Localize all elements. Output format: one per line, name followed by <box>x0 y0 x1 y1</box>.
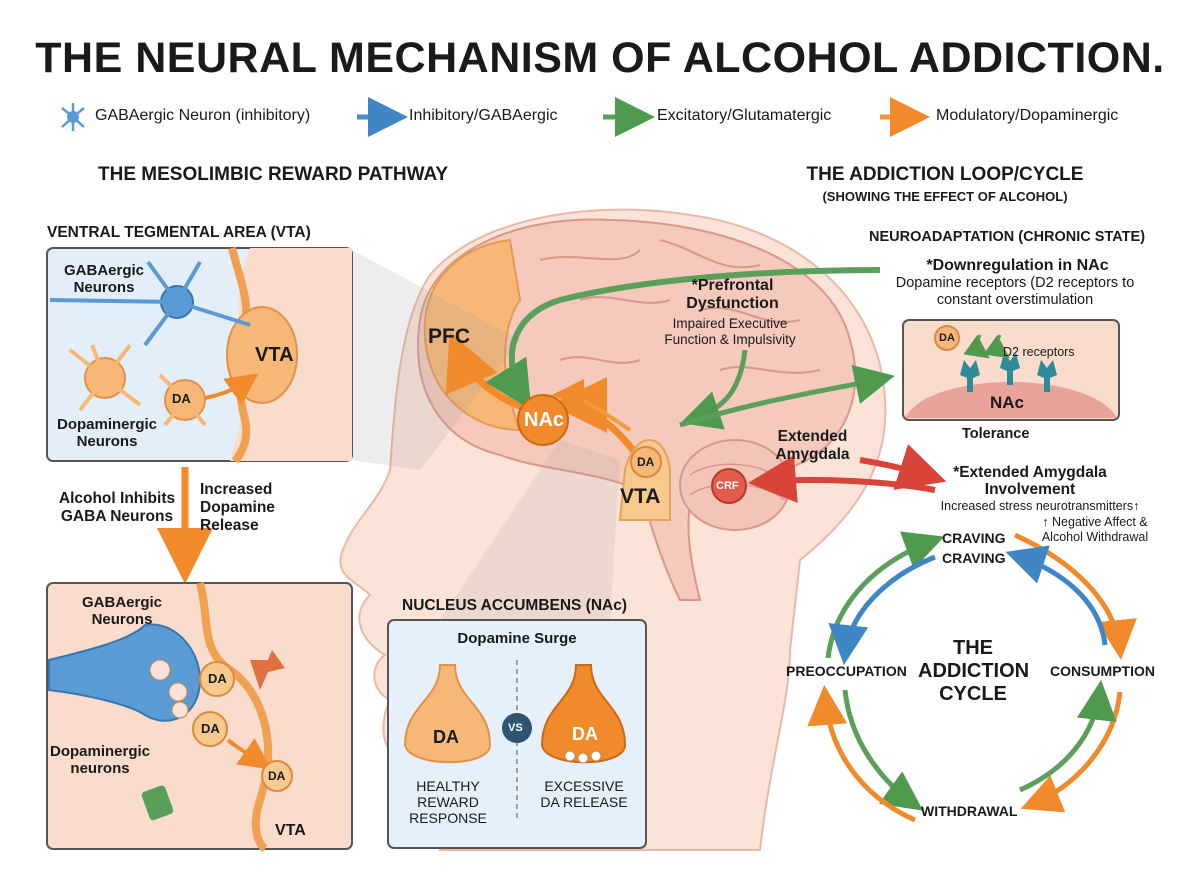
box2-gaba-label: GABAergic Neurons <box>81 594 163 628</box>
neuro-nac-label: NAc <box>990 393 1025 412</box>
ext-amygdala-desc: Increased stress neurotransmitters↑ <box>940 499 1140 513</box>
legend-gaba-neuron: GABAergic Neuron (inhibitory) <box>95 107 310 125</box>
withdrawal-label: WITHDRAWAL <box>921 803 1018 819</box>
cycle-arrow-green-2 <box>1018 680 1117 793</box>
box2-dopa-label: Dopaminergic neurons <box>50 743 151 777</box>
legend-label-modulatory: Modulatory/Dopaminergic <box>936 107 1119 124</box>
zoom-cone-nac <box>440 440 620 620</box>
vs-circle <box>502 713 532 743</box>
brain-folds <box>539 239 821 374</box>
box2-da-1-label: DA <box>208 671 227 686</box>
neuro-da-label: DA <box>939 332 955 344</box>
dopa-neuron-graphic <box>68 343 259 427</box>
excessive-terminal <box>540 664 627 764</box>
gaba-neuron-icon <box>61 103 85 131</box>
box2-da-3-label: DA <box>268 769 286 783</box>
negative-affect-label: ↑ Negative Affect & Alcohol Withdrawal <box>1041 515 1149 544</box>
box2-da-2 <box>192 711 228 747</box>
ext-amygdala-title: *Extended Amygdala Involvement <box>953 464 1107 498</box>
nac-node <box>517 394 569 446</box>
dopamine-surge-label: Dopamine Surge <box>457 630 577 647</box>
healthy-da-label: DA <box>433 727 459 747</box>
cycle-arrow-orange-3 <box>807 685 917 823</box>
d2-receptors <box>960 353 1057 392</box>
neuro-heading: NEUROADAPTATION (CHRONIC STATE) <box>869 229 1146 245</box>
cycle-arrow-blue-1 <box>1005 545 1108 646</box>
vs-label: VS <box>508 722 523 734</box>
preoccupation-label: PREOCCUPATION <box>786 663 907 679</box>
increased-da-label: Increased Dopamine Release <box>200 481 275 534</box>
loop-subheading: (SHOWING THE EFFECT OF ALCOHOL) <box>822 189 1068 204</box>
downreg-title: *Downregulation in NAc <box>926 257 1109 274</box>
alcohol-inhibits-label: Alcohol Inhibits GABA Neurons <box>58 490 176 525</box>
crf-label: CRF <box>716 480 739 492</box>
zoom-cone-vta <box>352 250 520 470</box>
gaba-synapse-graphic <box>48 623 285 821</box>
vta-box-title: VENTRAL TEGMENTAL AREA (VTA) <box>47 224 311 241</box>
legend-excitatory: Excitatory/Glutamatergic <box>657 107 831 125</box>
dopa-neurons-label: Dopaminergic Neurons <box>56 416 158 450</box>
cycle-arrow-orange-1 <box>1013 532 1137 660</box>
box2-da-2-label: DA <box>201 721 220 736</box>
d2-label: D2 receptors <box>1003 345 1075 359</box>
gaba-neuron-graphic <box>49 260 251 347</box>
cycle-arrow-green-3 <box>842 689 924 811</box>
healthy-terminal <box>403 664 492 764</box>
cycle-center-label: THE ADDICTION CYCLE <box>918 637 1030 705</box>
excessive-da-label: DA <box>572 724 598 744</box>
vta-label: VTA <box>255 344 294 366</box>
prefrontal-desc: Impaired Executive Function & Impulsivit… <box>664 316 796 347</box>
gaba-neurons-label: GABAergic Neurons <box>63 262 145 296</box>
brain-vta-label: VTA <box>620 485 661 508</box>
legend-label-inhibitory: Inhibitory/GABAergic <box>409 107 558 124</box>
box2-vta-label: VTA <box>275 822 306 839</box>
nac-label: NAc <box>524 409 565 431</box>
consumption-label: CONSUMPTION <box>1050 663 1155 679</box>
pfc-label: PFC <box>428 325 470 348</box>
excessive-label: EXCESSIVE DA RELEASE <box>540 778 628 810</box>
craving-label-1: CRAVING <box>942 530 1006 546</box>
cycle-arrow-orange-2 <box>1020 691 1123 813</box>
loop-heading: THE ADDICTION LOOP/CYCLE <box>806 164 1084 185</box>
cycle-arrow-blue-2 <box>828 554 936 665</box>
crf-node <box>711 468 747 504</box>
legend-inhibitory: Inhibitory/GABAergic <box>409 107 558 125</box>
vta-da-node <box>630 446 662 478</box>
downreg-desc: Dopamine receptors (D2 receptors to cons… <box>895 275 1135 308</box>
brain-da-label: DA <box>637 455 655 469</box>
prefrontal-title: *Prefrontal Dysfunction <box>686 277 779 312</box>
box2-da-1 <box>199 661 235 697</box>
page-title: THE NEURAL MECHANISM OF ALCOHOL ADDICTIO… <box>35 34 1165 82</box>
craving-label-2: CRAVING <box>942 550 1006 566</box>
nucleus-heading: NUCLEUS ACCUMBENS (NAc) <box>402 597 628 614</box>
legend-label-excitatory: Excitatory/Glutamatergic <box>657 107 832 124</box>
healthy-label: HEALTHY REWARD RESPONSE <box>409 778 487 826</box>
neuro-da-node <box>934 325 960 351</box>
legend-label-gaba-neuron: GABAergic Neuron (inhibitory) <box>95 107 311 124</box>
ext-amygdala-label: Extended Amygdala <box>775 428 850 463</box>
tolerance-label: Tolerance <box>962 426 1030 442</box>
vta-da-label: DA <box>172 391 191 406</box>
legend-modulatory: Modulatory/Dopaminergic <box>936 107 1118 125</box>
box2-da-3 <box>261 760 293 792</box>
mesolimbic-heading: THE MESOLIMBIC REWARD PATHWAY <box>98 164 449 185</box>
